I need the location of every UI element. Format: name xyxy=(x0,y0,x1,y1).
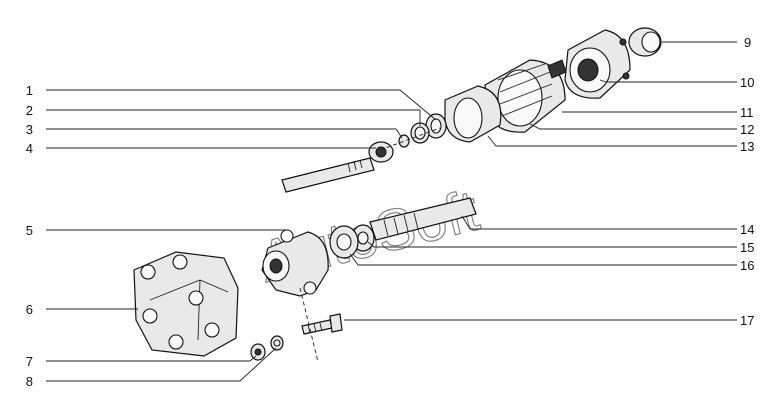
callout-10: 10 xyxy=(740,75,754,90)
part-7-8-nut-washer xyxy=(250,335,284,361)
callout-3: 3 xyxy=(26,122,33,137)
callout-8: 8 xyxy=(26,374,33,389)
callout-9: 9 xyxy=(744,35,751,50)
part-4-shaft xyxy=(281,141,394,193)
part-15-16-washers xyxy=(329,224,375,259)
callout-1: 1 xyxy=(26,83,33,98)
callout-4: 4 xyxy=(26,141,33,156)
center-line xyxy=(299,287,319,363)
leader-lines xyxy=(46,41,737,382)
part-13-outer-race xyxy=(444,85,502,143)
part-10-joint-housing xyxy=(564,29,631,99)
part-6-flexible-coupling xyxy=(133,251,239,357)
callout-17: 17 xyxy=(740,313,754,328)
callout-7: 7 xyxy=(26,354,33,369)
center-line xyxy=(379,127,441,151)
callout-16: 16 xyxy=(740,258,754,273)
callout-6: 6 xyxy=(26,302,33,317)
callout-12: 12 xyxy=(740,122,754,137)
part-17-bolt xyxy=(301,313,343,335)
part-9-cap xyxy=(628,27,662,57)
callout-2: 2 xyxy=(26,103,33,118)
callout-11: 11 xyxy=(740,105,754,120)
part-11-12-cage-bearing xyxy=(484,59,567,133)
callout-14: 14 xyxy=(740,222,754,237)
part-5-flange-yoke xyxy=(261,229,329,297)
callout-15: 15 xyxy=(740,240,754,255)
callout-13: 13 xyxy=(740,139,754,154)
callout-labels: 1 2 3 4 5 6 7 8 9 10 11 12 13 14 15 16 1… xyxy=(26,35,755,389)
part-1-2-3-rings xyxy=(398,113,447,148)
callout-5: 5 xyxy=(26,223,33,238)
